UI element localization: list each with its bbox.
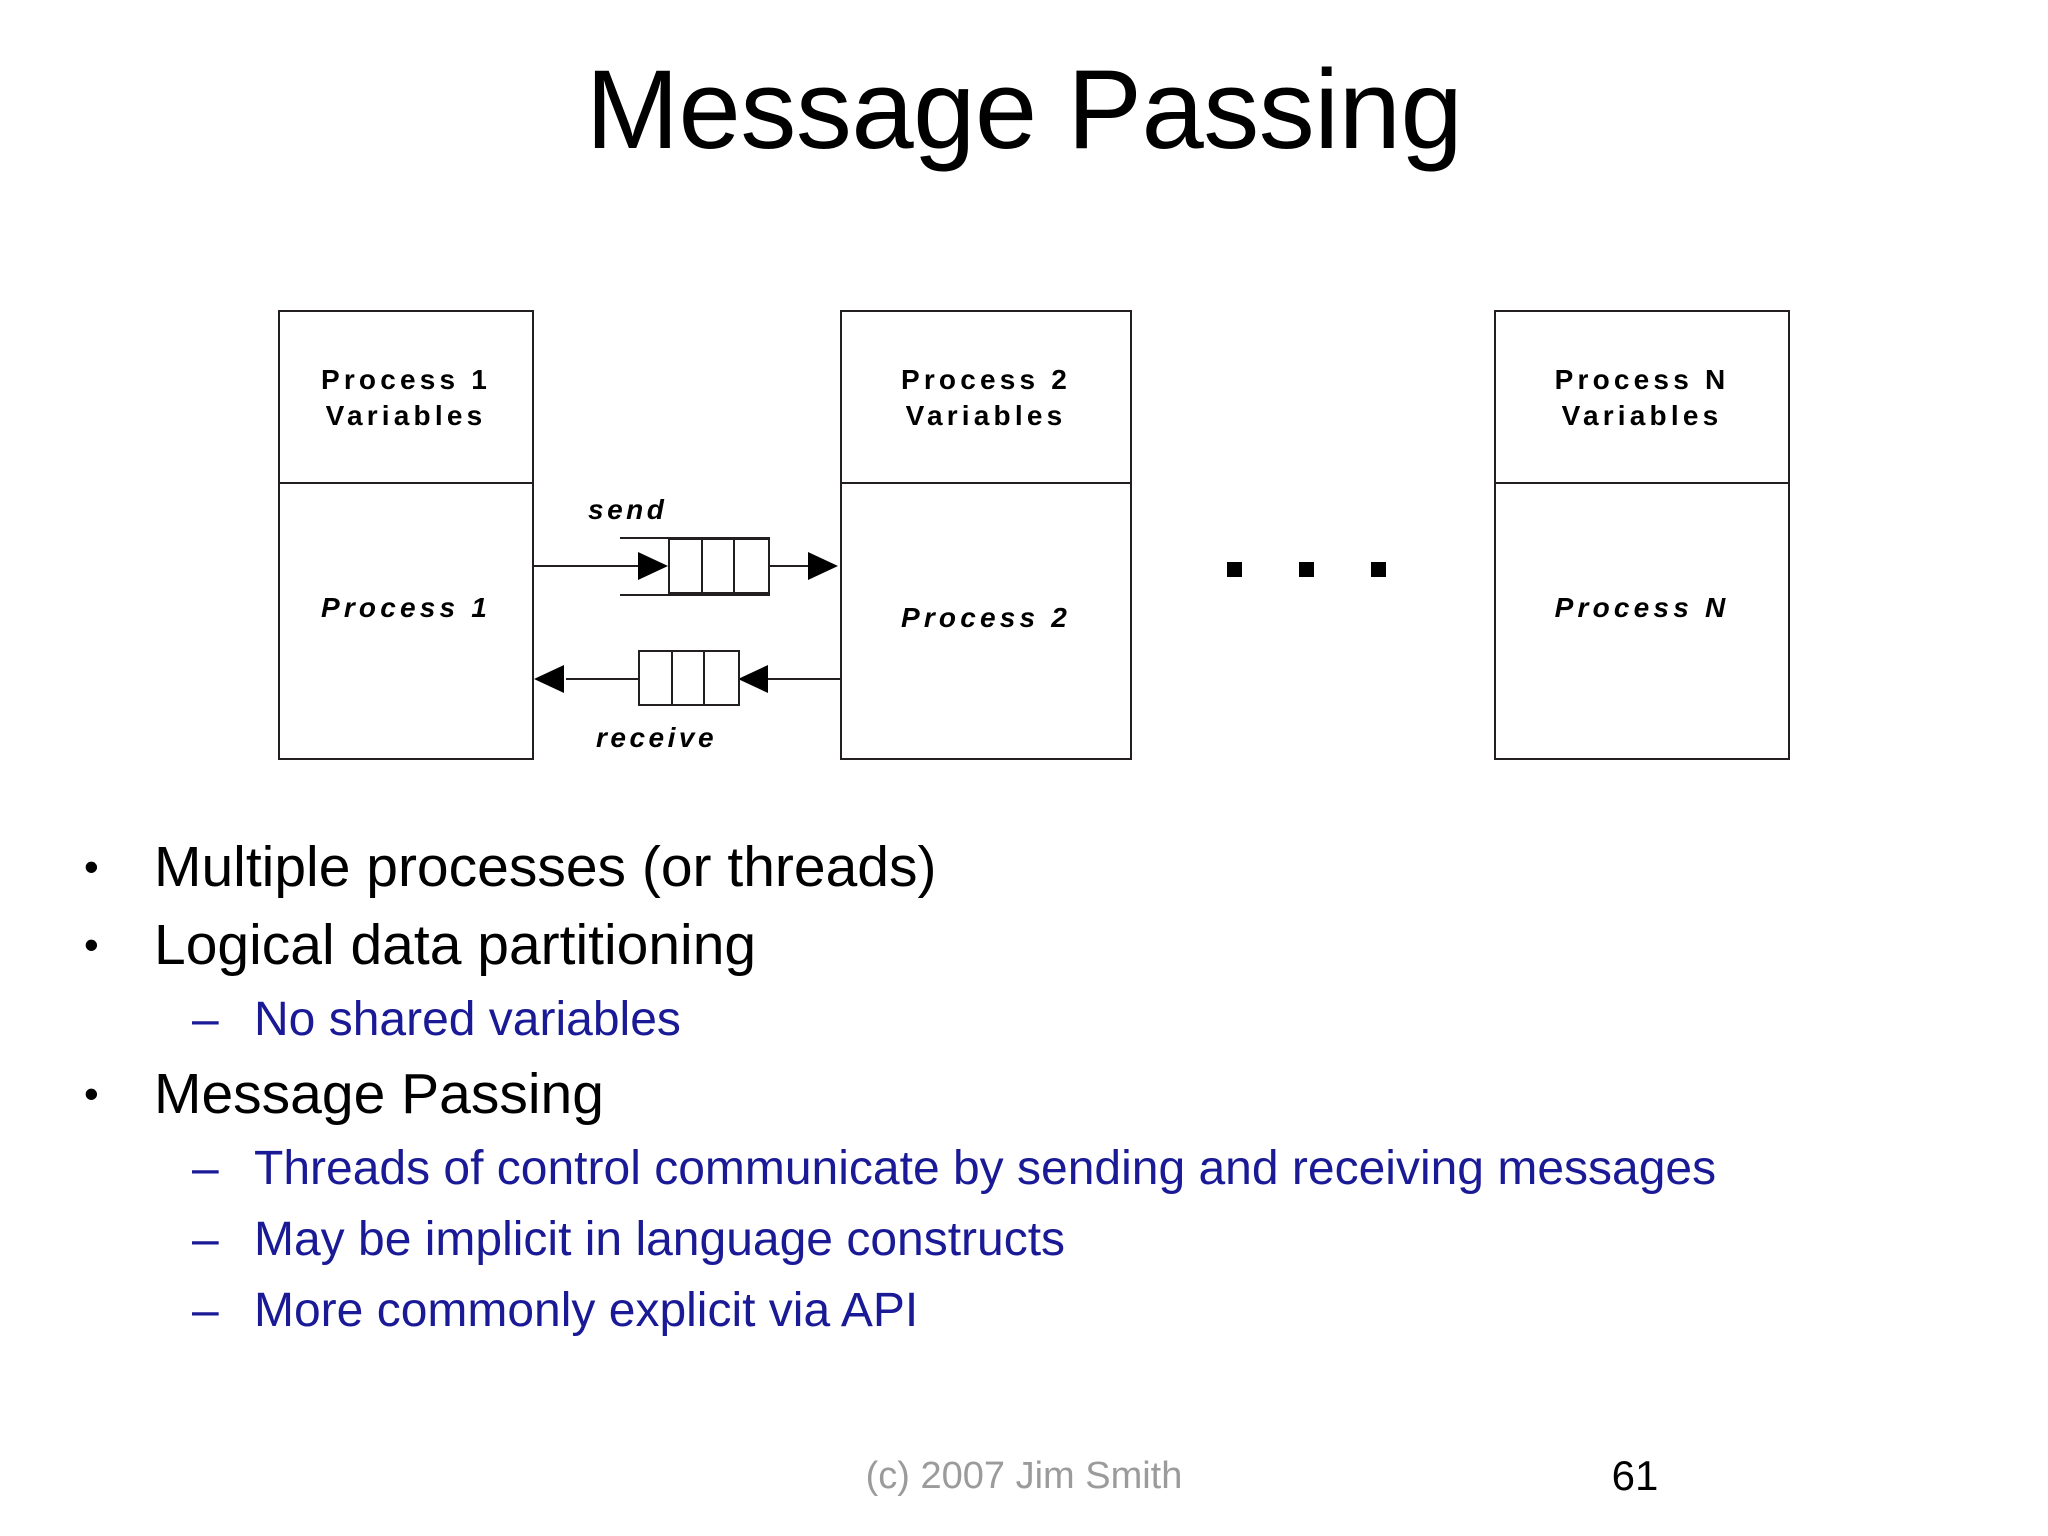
bullet-item: • Message Passing xyxy=(84,1055,1984,1133)
bullet-list: • Multiple processes (or threads) • Logi… xyxy=(84,828,1984,1346)
process-2-variables-line2: Variables xyxy=(905,399,1067,431)
bullet-text: Multiple processes (or threads) xyxy=(154,835,937,899)
send-label: send xyxy=(588,494,668,525)
ellipsis-dot xyxy=(1371,562,1386,577)
ellipsis-icon xyxy=(1227,562,1386,577)
process-box-n-divider xyxy=(1496,482,1788,484)
send-queue-cell xyxy=(735,540,768,592)
process-1-variables-line1: Process 1 xyxy=(320,364,492,395)
receive-queue-cell xyxy=(673,652,706,704)
sub-bullet-marker: – xyxy=(192,1284,219,1337)
sub-bullet-text: More commonly explicit via API xyxy=(254,1284,919,1337)
process-n-variables-line2: Variables xyxy=(1561,399,1723,431)
receive-arrow-out-icon xyxy=(534,665,564,693)
sub-bullet-marker: – xyxy=(192,993,219,1046)
send-queue-cell xyxy=(703,540,736,592)
process-n-variables-label: Process N Variables xyxy=(1496,362,1788,434)
send-line-out xyxy=(770,565,810,567)
sub-bullet-item: – No shared variables xyxy=(84,984,1984,1055)
process-2-variables-line1: Process 2 xyxy=(900,364,1072,395)
page-title: Message Passing xyxy=(585,47,1463,172)
receive-queue-cell xyxy=(640,652,673,704)
sub-bullet-item: – Threads of control communicate by send… xyxy=(84,1133,1984,1204)
process-n-variables-line1: Process N xyxy=(1554,364,1730,395)
bullet-marker: • xyxy=(84,921,99,968)
send-line-in xyxy=(534,565,644,567)
process-box-2-divider xyxy=(842,482,1130,484)
sub-bullet-marker: – xyxy=(192,1213,219,1266)
sub-bullet-text: May be implicit in language constructs xyxy=(254,1213,1066,1266)
send-rail-bottom xyxy=(620,594,770,596)
bullet-text: Logical data partitioning xyxy=(154,913,757,977)
footer-credit: (c) 2007 Jim Smith xyxy=(865,1455,1183,1497)
process-box-1-divider xyxy=(280,482,532,484)
receive-queue-cell xyxy=(705,652,738,704)
bullet-marker: • xyxy=(84,843,99,890)
receive-line-in xyxy=(768,678,842,680)
process-2-label: Process 2 xyxy=(900,602,1072,633)
send-arrow-in-icon xyxy=(638,552,668,580)
sub-bullet-marker: – xyxy=(192,1142,219,1195)
sub-bullet-text: Threads of control communicate by sendin… xyxy=(254,1142,1717,1195)
send-arrow-out-icon xyxy=(808,552,838,580)
bullet-item: • Multiple processes (or threads) xyxy=(84,828,1984,906)
receive-label: receive xyxy=(596,722,718,753)
receive-line-out xyxy=(566,678,640,680)
send-queue xyxy=(668,538,770,594)
ellipsis-dot xyxy=(1299,562,1314,577)
message-passing-diagram: Process 1 Variables Process 1 Process 2 … xyxy=(278,310,1790,760)
process-2-variables-label: Process 2 Variables xyxy=(842,362,1130,434)
sub-bullet-item: – More commonly explicit via API xyxy=(84,1275,1984,1346)
process-box-2: Process 2 Variables Process 2 xyxy=(840,310,1132,760)
bullet-text: Message Passing xyxy=(154,1062,604,1126)
receive-queue xyxy=(638,650,740,706)
process-1-variables-label: Process 1 Variables xyxy=(280,362,532,434)
sub-bullet-item: – May be implicit in language constructs xyxy=(84,1204,1984,1275)
bullet-item: • Logical data partitioning xyxy=(84,906,1984,984)
process-1-variables-line2: Variables xyxy=(325,399,487,431)
process-box-n: Process N Variables Process N xyxy=(1494,310,1790,760)
process-n-label: Process N xyxy=(1554,592,1730,623)
process-1-label: Process 1 xyxy=(320,592,492,623)
page-number: 61 xyxy=(1611,1452,1659,1499)
process-box-1: Process 1 Variables Process 1 xyxy=(278,310,534,760)
ellipsis-dot xyxy=(1227,562,1242,577)
bullet-marker: • xyxy=(84,1070,99,1117)
send-queue-cell xyxy=(670,540,703,592)
receive-arrow-in-icon xyxy=(738,665,768,693)
sub-bullet-text: No shared variables xyxy=(254,993,681,1046)
